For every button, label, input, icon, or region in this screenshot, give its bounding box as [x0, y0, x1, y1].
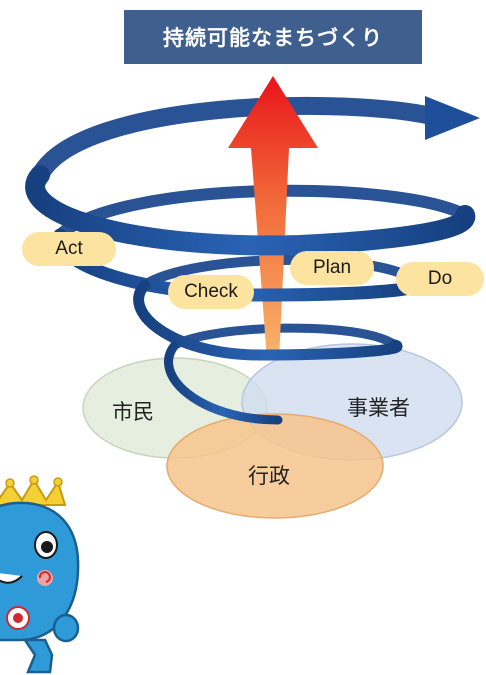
do-label: Do: [396, 262, 484, 296]
mascot-icon: [0, 475, 80, 674]
rising-arrow: [228, 76, 318, 360]
check-label: Check: [168, 275, 254, 309]
spiral-arrowhead: [425, 96, 480, 140]
spiral-back-arcs: [31, 96, 471, 350]
plan-label: Plan: [290, 251, 374, 285]
citizens-label: 市民: [112, 400, 154, 424]
government-label: 行政: [248, 464, 290, 488]
government-circle: [166, 413, 384, 519]
act-label: Act: [22, 232, 116, 266]
business-label: 事業者: [347, 396, 410, 420]
page-title: 持続可能なまちづくり: [124, 10, 422, 64]
